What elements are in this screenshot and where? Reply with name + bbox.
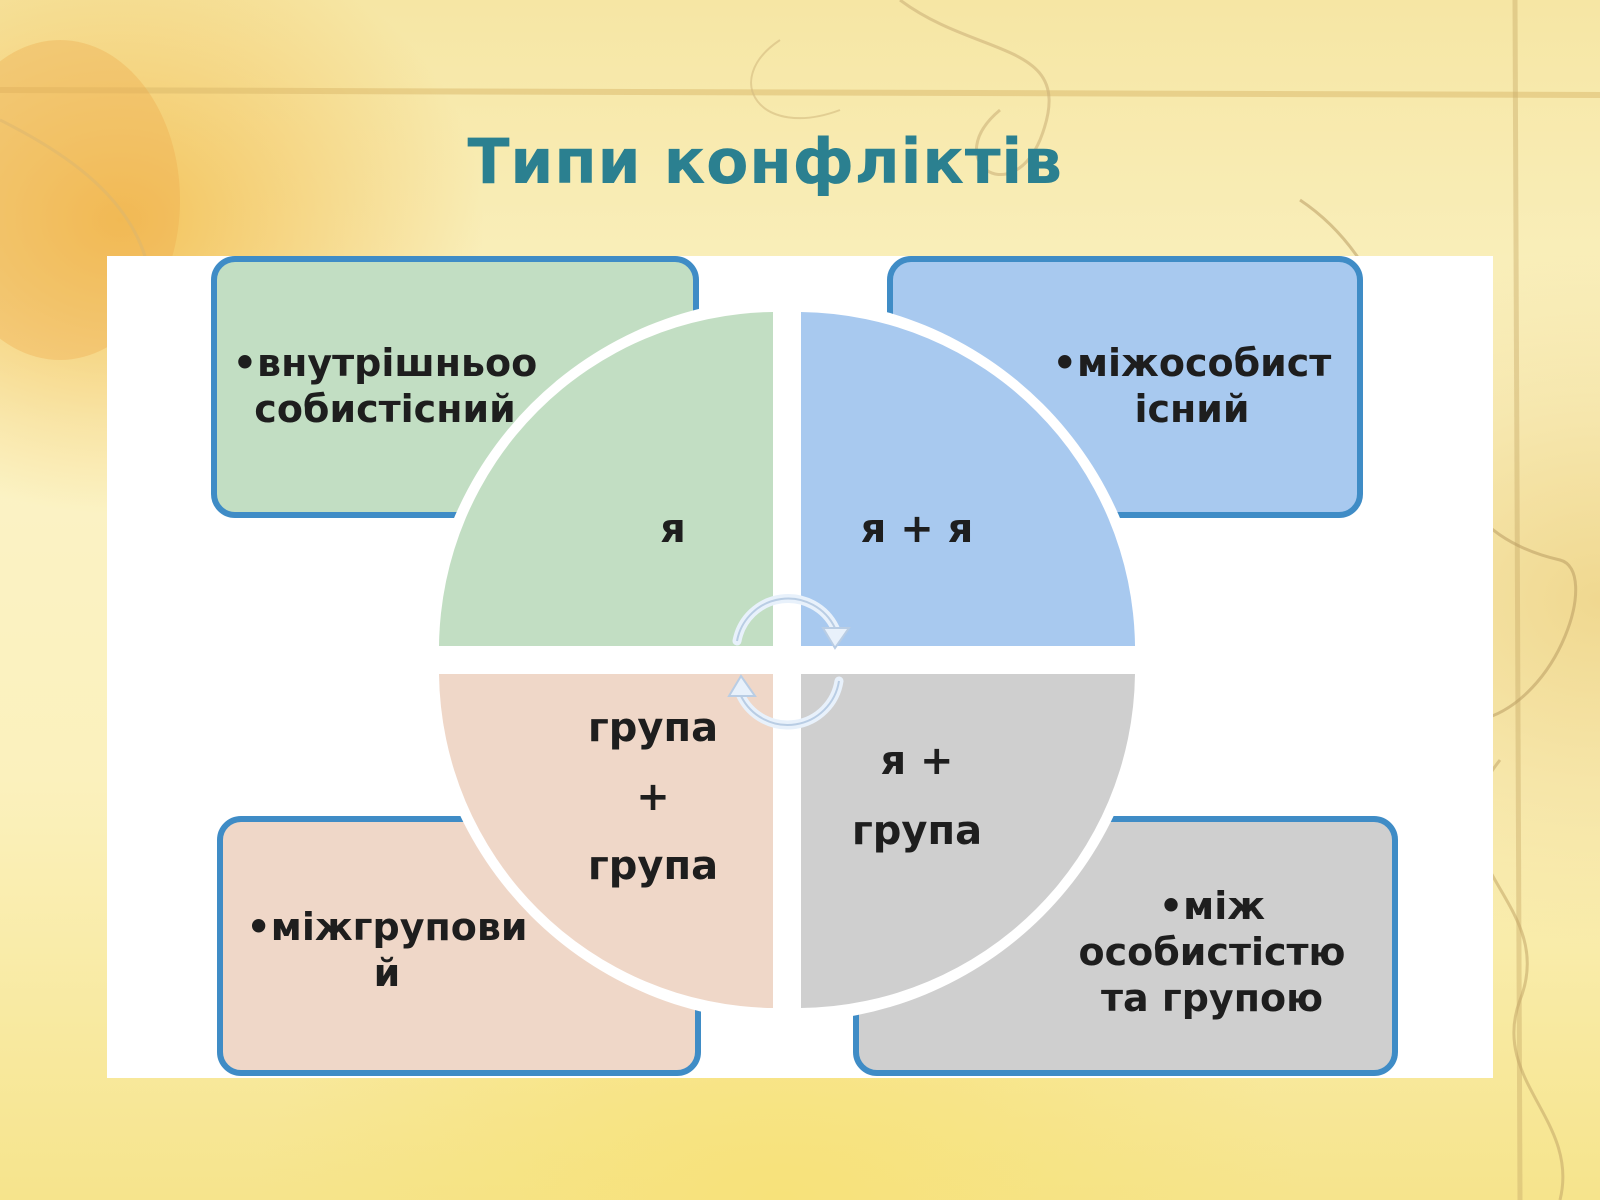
quadrant-bottom-left [439, 674, 773, 1008]
quadrant-bottom-right [801, 674, 1135, 1008]
diagram-panel: •внутрішньоо собистісний •міжособист існ… [107, 256, 1493, 1078]
quadrant-bottom-left-text: група + група [573, 694, 733, 901]
box-intrapersonal-line2: собистісний [254, 387, 516, 431]
box-person-group-line1: •між [1158, 884, 1266, 928]
box-person-group-line3: та групою [1100, 976, 1324, 1020]
quadrant-top-left-text: я [660, 506, 686, 552]
slide-title: Типи конфліктів [467, 125, 1063, 198]
box-person-group-text: •між особистістю та групою [1057, 883, 1367, 1021]
quadrant-circle [425, 298, 1149, 1022]
box-person-group-line2: особистістю [1078, 930, 1346, 974]
quadrant-bottom-left-line2: + [636, 774, 670, 820]
quadrant-bottom-right-line2: група [851, 808, 983, 854]
box-intrapersonal-line1: •внутрішньоо [232, 341, 538, 385]
quadrant-bottom-left-line3: група [587, 843, 719, 889]
quadrant-bottom-right-text: я + група [842, 726, 992, 866]
box-intergroup-line2: й [373, 951, 401, 995]
box-intergroup-text: •міжгрупови й [237, 904, 537, 996]
box-intergroup-line1: •міжгрупови [246, 905, 528, 949]
box-interpersonal-line2: існий [1134, 387, 1250, 431]
quadrant-bottom-right-line1: я + [880, 738, 954, 784]
box-interpersonal-line1: •міжособист [1052, 341, 1332, 385]
quadrant-bottom-left-line1: група [587, 705, 719, 751]
quadrant-top-right-text: я + я [860, 506, 974, 552]
quadrant-top-right [801, 312, 1135, 646]
box-interpersonal-text: •міжособист існий [1052, 340, 1332, 432]
box-intrapersonal-text: •внутрішньоо собистісний [225, 340, 545, 432]
quadrant-top-left [439, 312, 773, 646]
